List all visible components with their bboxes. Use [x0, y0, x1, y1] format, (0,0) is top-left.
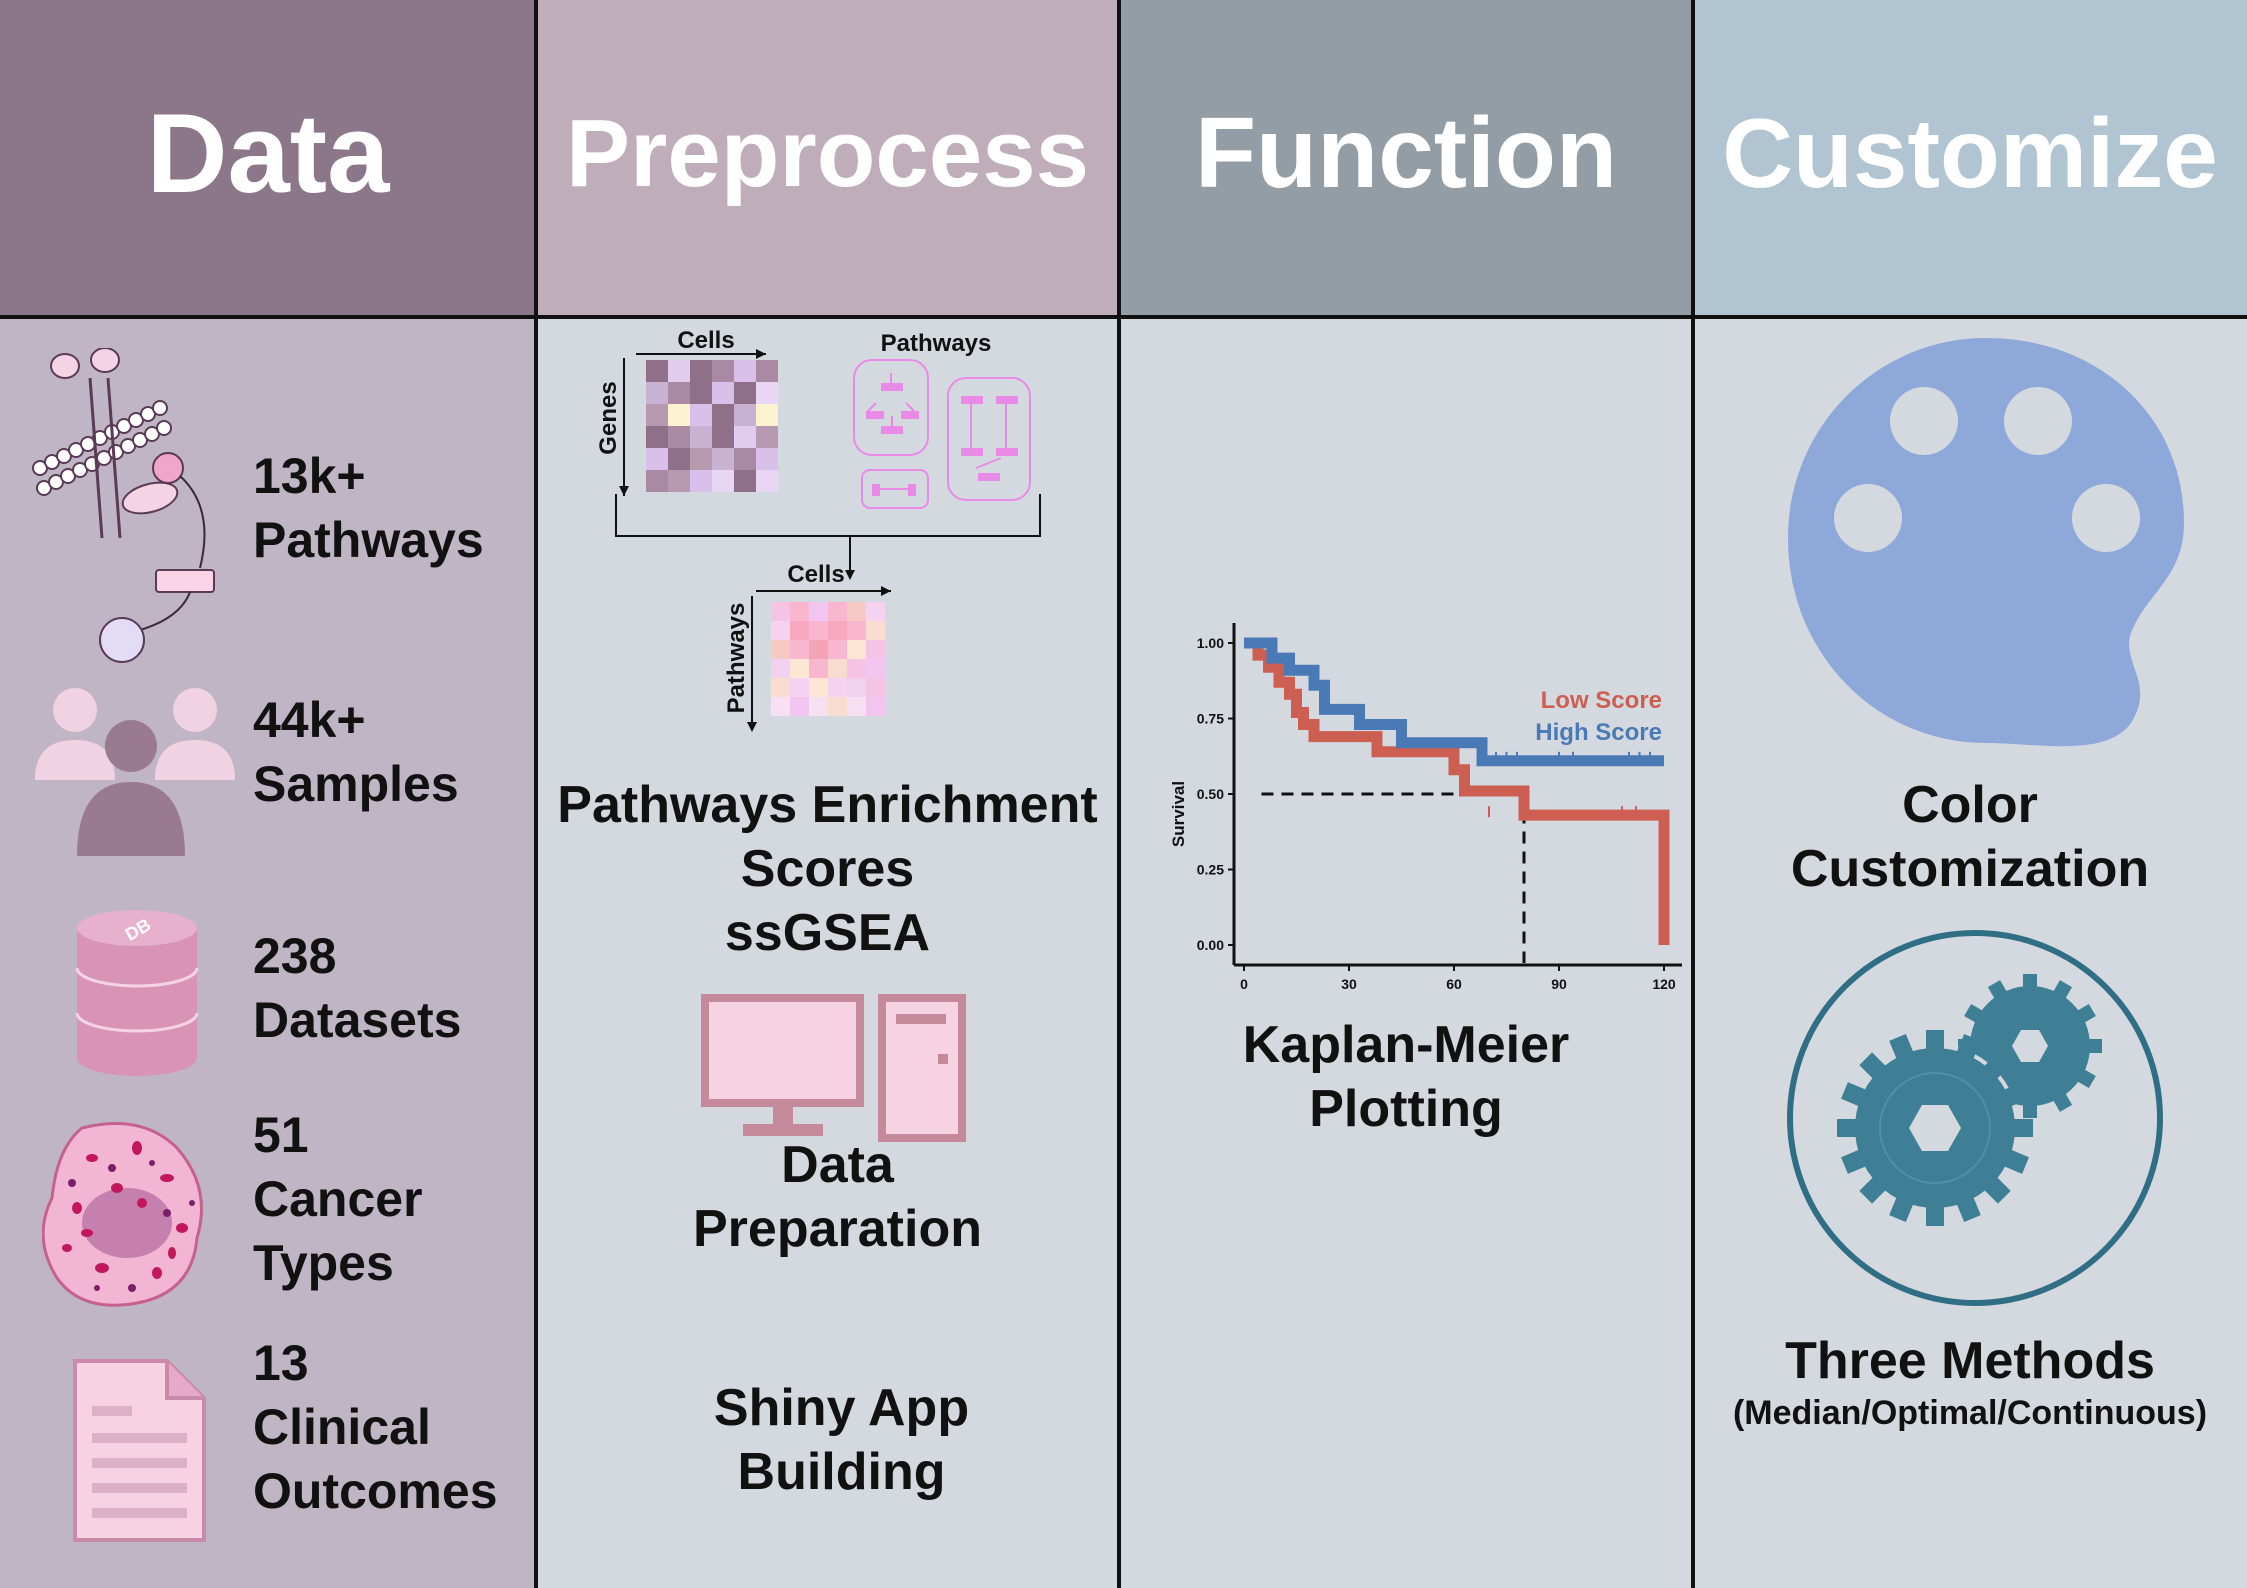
median-survival-line: [1261, 792, 1526, 963]
stat-clinical-label: Clinical: [253, 1399, 431, 1455]
divider-2: [1117, 0, 1121, 1588]
stat-cancer-types: 51 Cancer Types: [253, 1103, 423, 1295]
x-tick-label: 90: [1551, 976, 1567, 992]
column-preprocess: Preprocess Cells Genes Pathways: [536, 0, 1119, 1588]
database-icon: DB: [75, 910, 199, 1076]
function-body: 0.00 0.25 0.50 0.75 1.00 0 30 60 90 120Time (Mont…: [1119, 318, 1693, 1588]
ssgsea-diagram: Cells Genes Pathways: [595, 327, 1041, 732]
header-preprocess-title: Preprocess: [566, 99, 1089, 207]
color-line2: Customization: [1790, 840, 2150, 898]
data-preparation-label: Data Preparation: [546, 1133, 1129, 1261]
column-data: Data 13k+ Pathways: [0, 0, 536, 1588]
computer-icon: [701, 994, 966, 1142]
km-line2: Plotting: [1309, 1080, 1503, 1138]
header-customize-title: Customize: [1722, 98, 2218, 208]
enrichment-line3: ssGSEA: [724, 904, 931, 962]
pathways-axis-label: Pathways: [723, 603, 750, 714]
people-icon: [35, 688, 235, 856]
prep-line2: Preparation: [693, 1200, 982, 1258]
cancer-cell-icon: [42, 1122, 203, 1307]
stat-clinical-label2: Outcomes: [253, 1463, 498, 1519]
km-curve-high-score: [1244, 637, 1664, 767]
header-customize: Customize: [1693, 0, 2247, 315]
cells-axis-label: Cells: [677, 327, 734, 354]
y-tick-label: 0.00: [1197, 937, 1224, 953]
stat-datasets: 238 Datasets: [253, 924, 461, 1052]
prep-line1: Data: [781, 1136, 894, 1194]
km-label: Kaplan-Meier Plotting: [1119, 1013, 1693, 1141]
x-tick-label: 60: [1446, 976, 1462, 992]
enrichment-line1: Pathways Enrichment: [557, 776, 1098, 834]
column-function: Function 0.00 0.25 0.50 0.75 1.00 0 30 60 90 120T…: [1119, 0, 1693, 1588]
column-customize: Customize Color Customization: [1693, 0, 2247, 1588]
stat-datasets-label: Datasets: [253, 992, 462, 1048]
methods-line1: Three Methods: [1785, 1332, 2155, 1390]
divider-1: [534, 0, 538, 1588]
x-tick-label: 30: [1341, 976, 1357, 992]
y-tick-label: 0.25: [1197, 862, 1224, 878]
enrichment-label: Pathways Enrichment Scores ssGSEA: [536, 773, 1119, 965]
gear-large-icon: [1837, 1030, 2033, 1226]
y-tick-label: 0.50: [1197, 786, 1224, 802]
palette-icon: [1788, 338, 2184, 747]
stat-clinical-number: 13: [253, 1335, 309, 1391]
stat-cancer-label2: Types: [253, 1235, 394, 1291]
score-heatmap: [771, 602, 885, 716]
header-divider: [0, 315, 2247, 319]
header-data: Data: [0, 0, 536, 315]
pathways-label: Pathways: [881, 330, 992, 357]
legend-low-score: Low Score: [1541, 687, 1662, 714]
shiny-line2: Building: [737, 1443, 946, 1501]
genes-axis-label: Genes: [595, 381, 622, 454]
x-axis-label: Time (Months): [1394, 991, 1523, 993]
preprocess-body: Cells Genes Pathways: [536, 318, 1119, 1588]
header-preprocess: Preprocess: [536, 0, 1119, 315]
km-chart: 0.00 0.25 0.50 0.75 1.00 0 30 60 90 120Time (Mont…: [1169, 623, 1682, 993]
x-tick-label: 0: [1240, 976, 1248, 992]
pathway-diagrams: [853, 359, 1031, 509]
stat-cancer-number: 51: [253, 1107, 309, 1163]
y-tick-label: 1.00: [1197, 635, 1224, 651]
stat-clinical-outcomes: 13 Clinical Outcomes: [253, 1331, 498, 1523]
km-curve-low-score: [1244, 637, 1670, 945]
x-tick-label: 120: [1652, 976, 1676, 992]
gene-heatmap: [646, 360, 778, 492]
stat-pathways-number: 13k+: [253, 448, 366, 504]
stat-cancer-label: Cancer: [253, 1171, 423, 1227]
stat-pathways-label: Pathways: [253, 512, 484, 568]
shiny-line1: Shiny App: [713, 1379, 970, 1437]
customize-body: Color Customization Three Meth: [1693, 318, 2247, 1588]
y-axis-label: Survival: [1169, 781, 1188, 847]
color-line1: Color: [1902, 776, 2038, 834]
shiny-app-label: Shiny App Building: [550, 1376, 1133, 1504]
header-function-title: Function: [1194, 97, 1618, 209]
methods-line2: (Median/Optimal/Continuous): [1732, 1394, 2208, 1432]
color-customization-label: Color Customization: [1693, 773, 2247, 901]
enrichment-line2: Scores: [740, 840, 915, 898]
stat-samples: 44k+ Samples: [253, 688, 459, 816]
header-data-title: Data: [146, 91, 390, 216]
cells-axis-label-2: Cells: [787, 561, 844, 588]
gears-icon: [1787, 930, 2163, 1306]
divider-3: [1691, 0, 1695, 1588]
stat-samples-number: 44k+: [253, 692, 366, 748]
three-methods-label: Three Methods (Median/Optimal/Continuous…: [1693, 1330, 2247, 1434]
document-icon: [73, 1359, 206, 1542]
pathway-icon: [32, 348, 215, 663]
km-line1: Kaplan-Meier: [1242, 1016, 1570, 1074]
legend-high-score: High Score: [1535, 719, 1662, 746]
header-function: Function: [1119, 0, 1693, 315]
stat-pathways: 13k+ Pathways: [253, 444, 484, 572]
y-tick-label: 0.75: [1197, 711, 1224, 727]
data-body: 13k+ Pathways 44k+ Samples DB 238 Datase…: [0, 318, 536, 1588]
stat-datasets-number: 238: [253, 928, 337, 984]
stat-samples-label: Samples: [253, 756, 459, 812]
